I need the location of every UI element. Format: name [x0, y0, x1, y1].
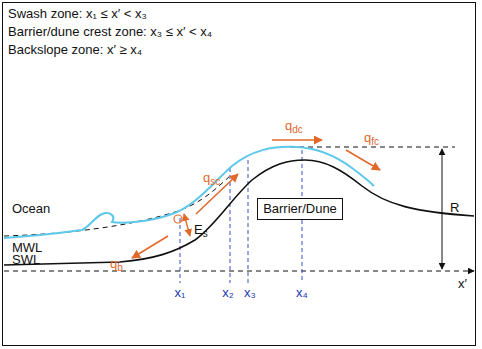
- position-label: x₃: [244, 285, 256, 300]
- zone-definition: Barrier/dune crest zone: x₃ ≤ x′ < x₄: [8, 24, 212, 39]
- axis-label: x′: [458, 276, 467, 291]
- r-dimension: [442, 149, 443, 269]
- flux-label: qfc: [364, 130, 379, 145]
- zone-definition: Swash zone: x₁ ≤ x′ < x₃: [8, 6, 147, 21]
- es-arrow: [184, 214, 190, 236]
- water-surface: [4, 147, 374, 238]
- energy-label: Es: [194, 222, 208, 237]
- es-point: [174, 215, 182, 223]
- box-text: Barrier/Dune: [263, 201, 337, 216]
- flux-label: qb: [110, 256, 123, 271]
- water-level-label: SWL: [12, 252, 40, 267]
- position-label: x₁: [175, 285, 186, 300]
- frame: [3, 3, 476, 346]
- swl-axis: [4, 271, 474, 272]
- mwl-line: [4, 174, 232, 236]
- position-label: x₂: [222, 285, 234, 300]
- flux-arrows: [132, 140, 380, 258]
- region-label: Ocean: [12, 201, 50, 216]
- flux-label: qsc: [203, 170, 220, 185]
- region-box: Barrier/Dune: [257, 198, 343, 220]
- zone-definition: Backslope zone: x′ ≥ x₄: [8, 42, 142, 57]
- dimension-label: R: [450, 200, 459, 215]
- position-label: x₄: [296, 285, 308, 300]
- flux-label: qdc: [285, 118, 303, 133]
- ground-profile: [4, 160, 474, 265]
